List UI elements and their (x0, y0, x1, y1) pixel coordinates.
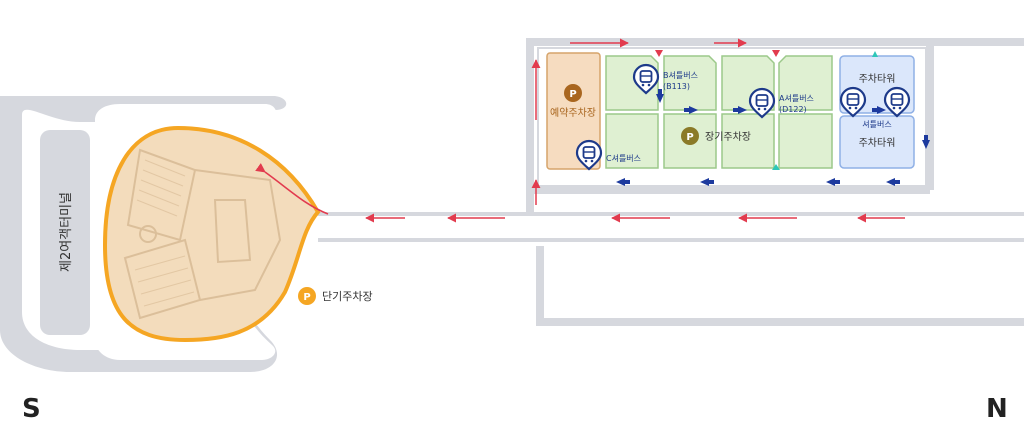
tower-lower-label: 주차타워 (859, 136, 896, 149)
compass-north: N (986, 394, 1008, 424)
shuttle-stop-tower[interactable]: 셔틀버스 (839, 86, 911, 129)
reserved-parking[interactable]: P 예약주차장 (546, 52, 601, 170)
shuttle-stop-a[interactable]: A셔틀버스 (D122) (748, 87, 814, 119)
compass-south: S (22, 394, 41, 424)
shuttle-stop-b[interactable]: B셔틀버스 (B113) (632, 63, 698, 95)
road-network (318, 38, 1024, 326)
tower-upper-label: 주차타워 (859, 72, 896, 85)
parking-complex: P 예약주차장 P 장기주차장 주차타워 주차타워 (537, 47, 927, 187)
short-term-parking[interactable]: P 단기주차장 (298, 287, 373, 305)
short-term-parking-label: 단기주차장 (322, 290, 373, 303)
parking-badge-icon (298, 287, 316, 305)
shuttle-a-line1: A셔틀버스 (779, 93, 814, 103)
terminal-area: 제2여객터미널 (0, 96, 329, 372)
long-term-badge-letter: P (686, 132, 693, 143)
terminal-name: 제2여객터미널 (59, 192, 74, 272)
shuttle-b-line2: (B113) (663, 82, 690, 91)
shuttle-tower-line1: 셔틀버스 (862, 119, 891, 129)
shuttle-c-line1: C셔틀버스 (606, 153, 641, 163)
shuttle-b-line1: B셔틀버스 (663, 70, 698, 80)
reserved-badge-letter: P (569, 89, 576, 100)
long-term-parking[interactable]: P 장기주차장 (605, 55, 833, 169)
shuttle-stop-c[interactable]: C셔틀버스 (575, 139, 641, 171)
reserved-parking-label: 예약주차장 (550, 107, 596, 119)
short-term-badge-letter: P (303, 292, 310, 303)
parking-badge-icon (564, 84, 582, 102)
traffic-flow-arrows (365, 38, 930, 223)
shuttle-a-line2: (D122) (779, 105, 807, 114)
long-term-parking-label: 장기주차장 (705, 131, 751, 143)
parking-badge-icon (681, 127, 699, 145)
